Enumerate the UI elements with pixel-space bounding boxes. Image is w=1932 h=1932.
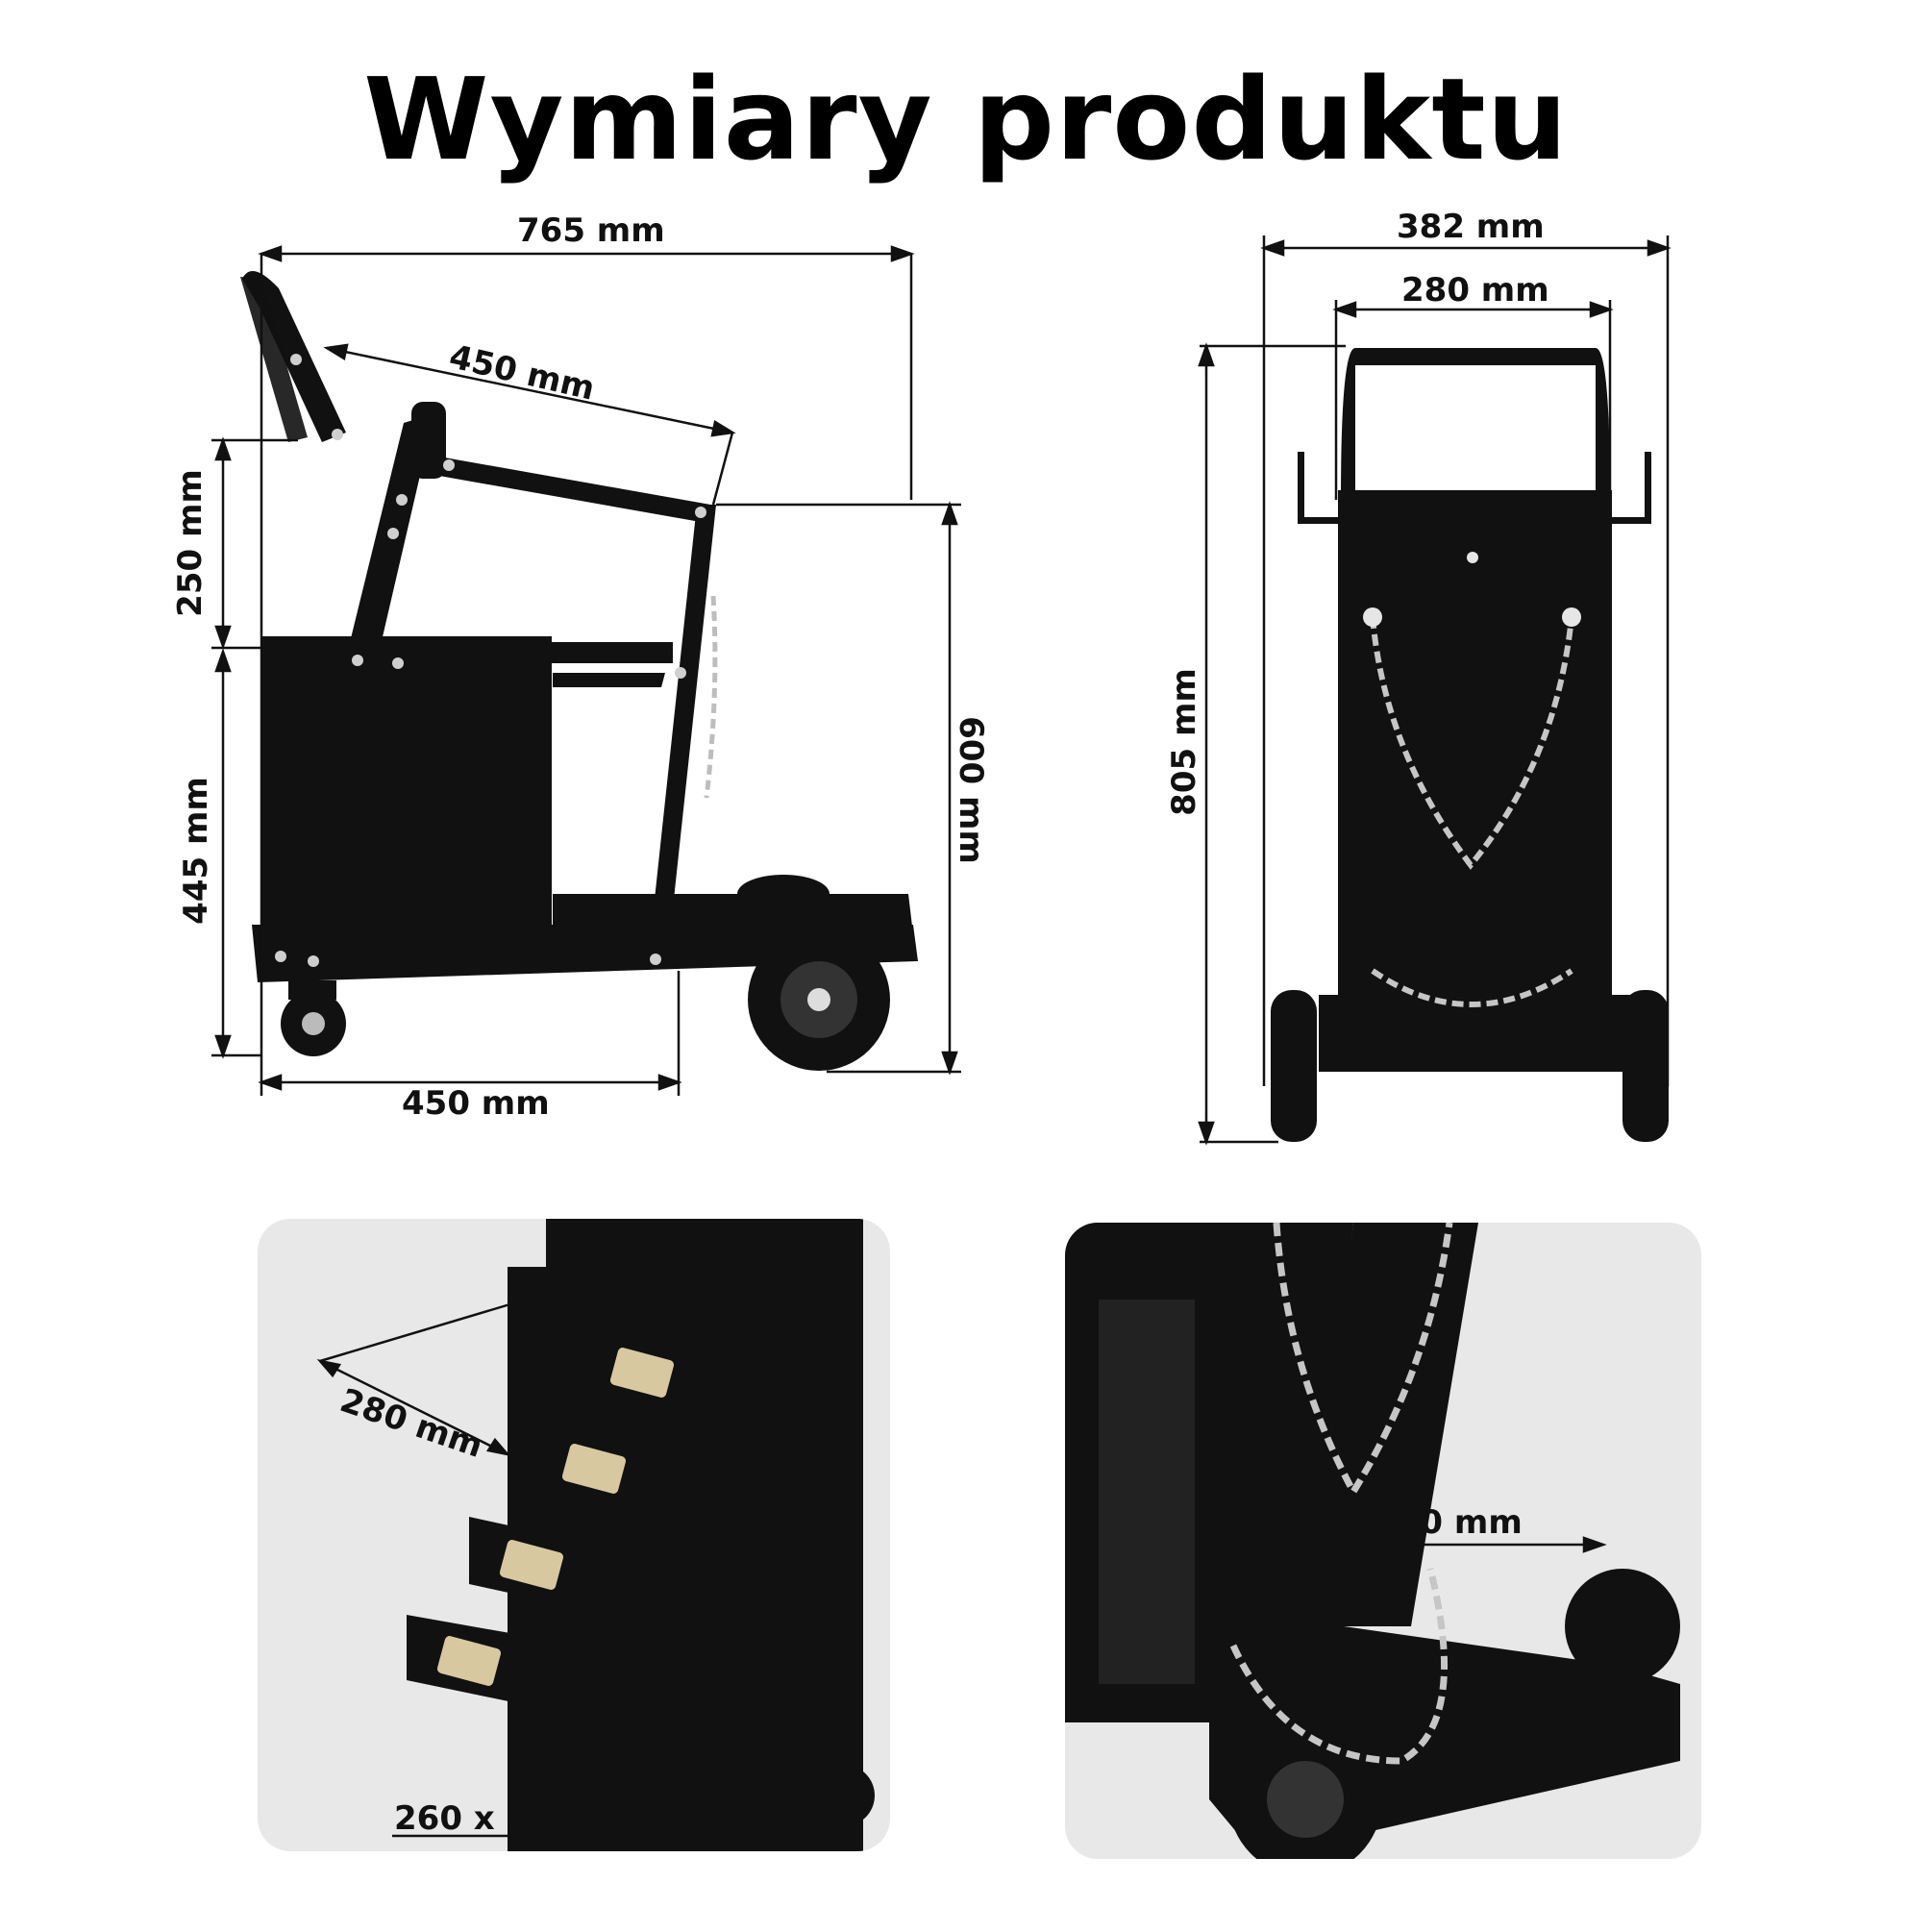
dim-total-width: 382 mm — [1397, 208, 1545, 246]
bottle-drawing — [1065, 1223, 1680, 1859]
side-view-bolts — [275, 354, 706, 967]
dim-total-length: 765 mm — [517, 211, 665, 250]
front-view-chain — [1370, 616, 1574, 1007]
bottle-detail-panel: ∅250 mm — [1065, 1223, 1701, 1859]
front-view-holes — [1363, 552, 1581, 627]
dim-handle-width: 280 mm — [1401, 271, 1549, 310]
drawers-detail-panel: 280 mm 260 x 180 mm — [258, 1219, 890, 1851]
dim-handle-height: 250 mm — [171, 469, 210, 617]
side-view-cart — [240, 271, 918, 1071]
dim-drawer-size: 260 x 180 mm — [394, 1799, 655, 1838]
drawers-drawing — [316, 1219, 875, 1851]
front-view-cart — [1271, 348, 1669, 1142]
dim-bottle-diameter: ∅250 mm — [1347, 1503, 1523, 1542]
dim-top-shelf-height: 600 mm — [952, 716, 990, 864]
dim-total-height: 805 mm — [1165, 668, 1203, 816]
side-view-chain — [704, 595, 718, 799]
page-title: Wymiary produktu — [363, 53, 1569, 186]
dim-cabinet-height: 445 mm — [177, 777, 215, 925]
side-view-dimension-lines — [211, 245, 961, 1096]
dim-base-length: 450 mm — [402, 1084, 550, 1123]
front-view-dimension-lines — [1198, 235, 1672, 1146]
